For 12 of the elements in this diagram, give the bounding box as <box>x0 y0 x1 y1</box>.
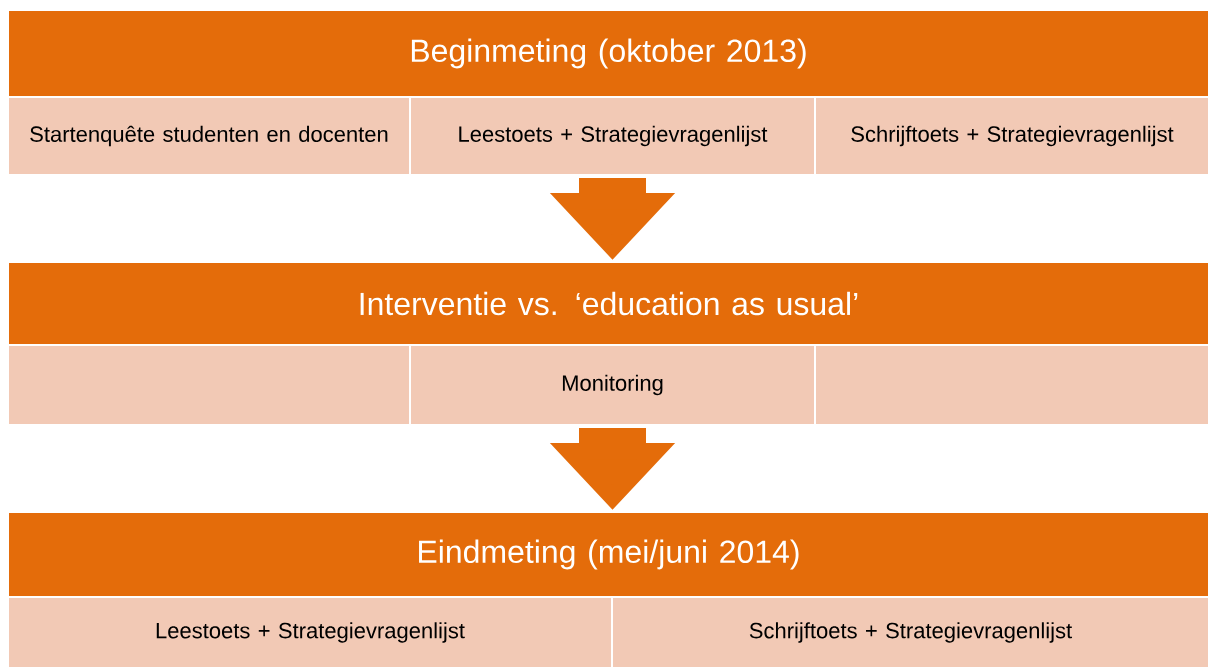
node-label: Leestoets + Strategievragenlijst <box>156 622 465 643</box>
step-cell: Leestoets + Strategievragenlijst <box>409 96 816 176</box>
stage-header: Interventie vs. ‘education as usual’ <box>7 261 1209 346</box>
node-label: Schrijftoets + Strategievragenlijst <box>749 622 1073 643</box>
step-cell: Monitoring <box>409 344 816 426</box>
step-cell: Leestoets + Strategievragenlijst <box>7 596 613 668</box>
step-cell: Startenquête studenten en docenten <box>7 96 411 176</box>
step-cell: Schrijftoets + Strategievragenlijst <box>611 596 1209 668</box>
step-cell: Schrijftoets + Strategievragenlijst <box>814 96 1209 176</box>
stage-header: Eindmeting (mei/juni 2014) <box>7 511 1209 598</box>
stage-header: Beginmeting (oktober 2013) <box>7 9 1209 98</box>
node-label: Schrijftoets + Strategievragenlijst <box>851 125 1174 147</box>
